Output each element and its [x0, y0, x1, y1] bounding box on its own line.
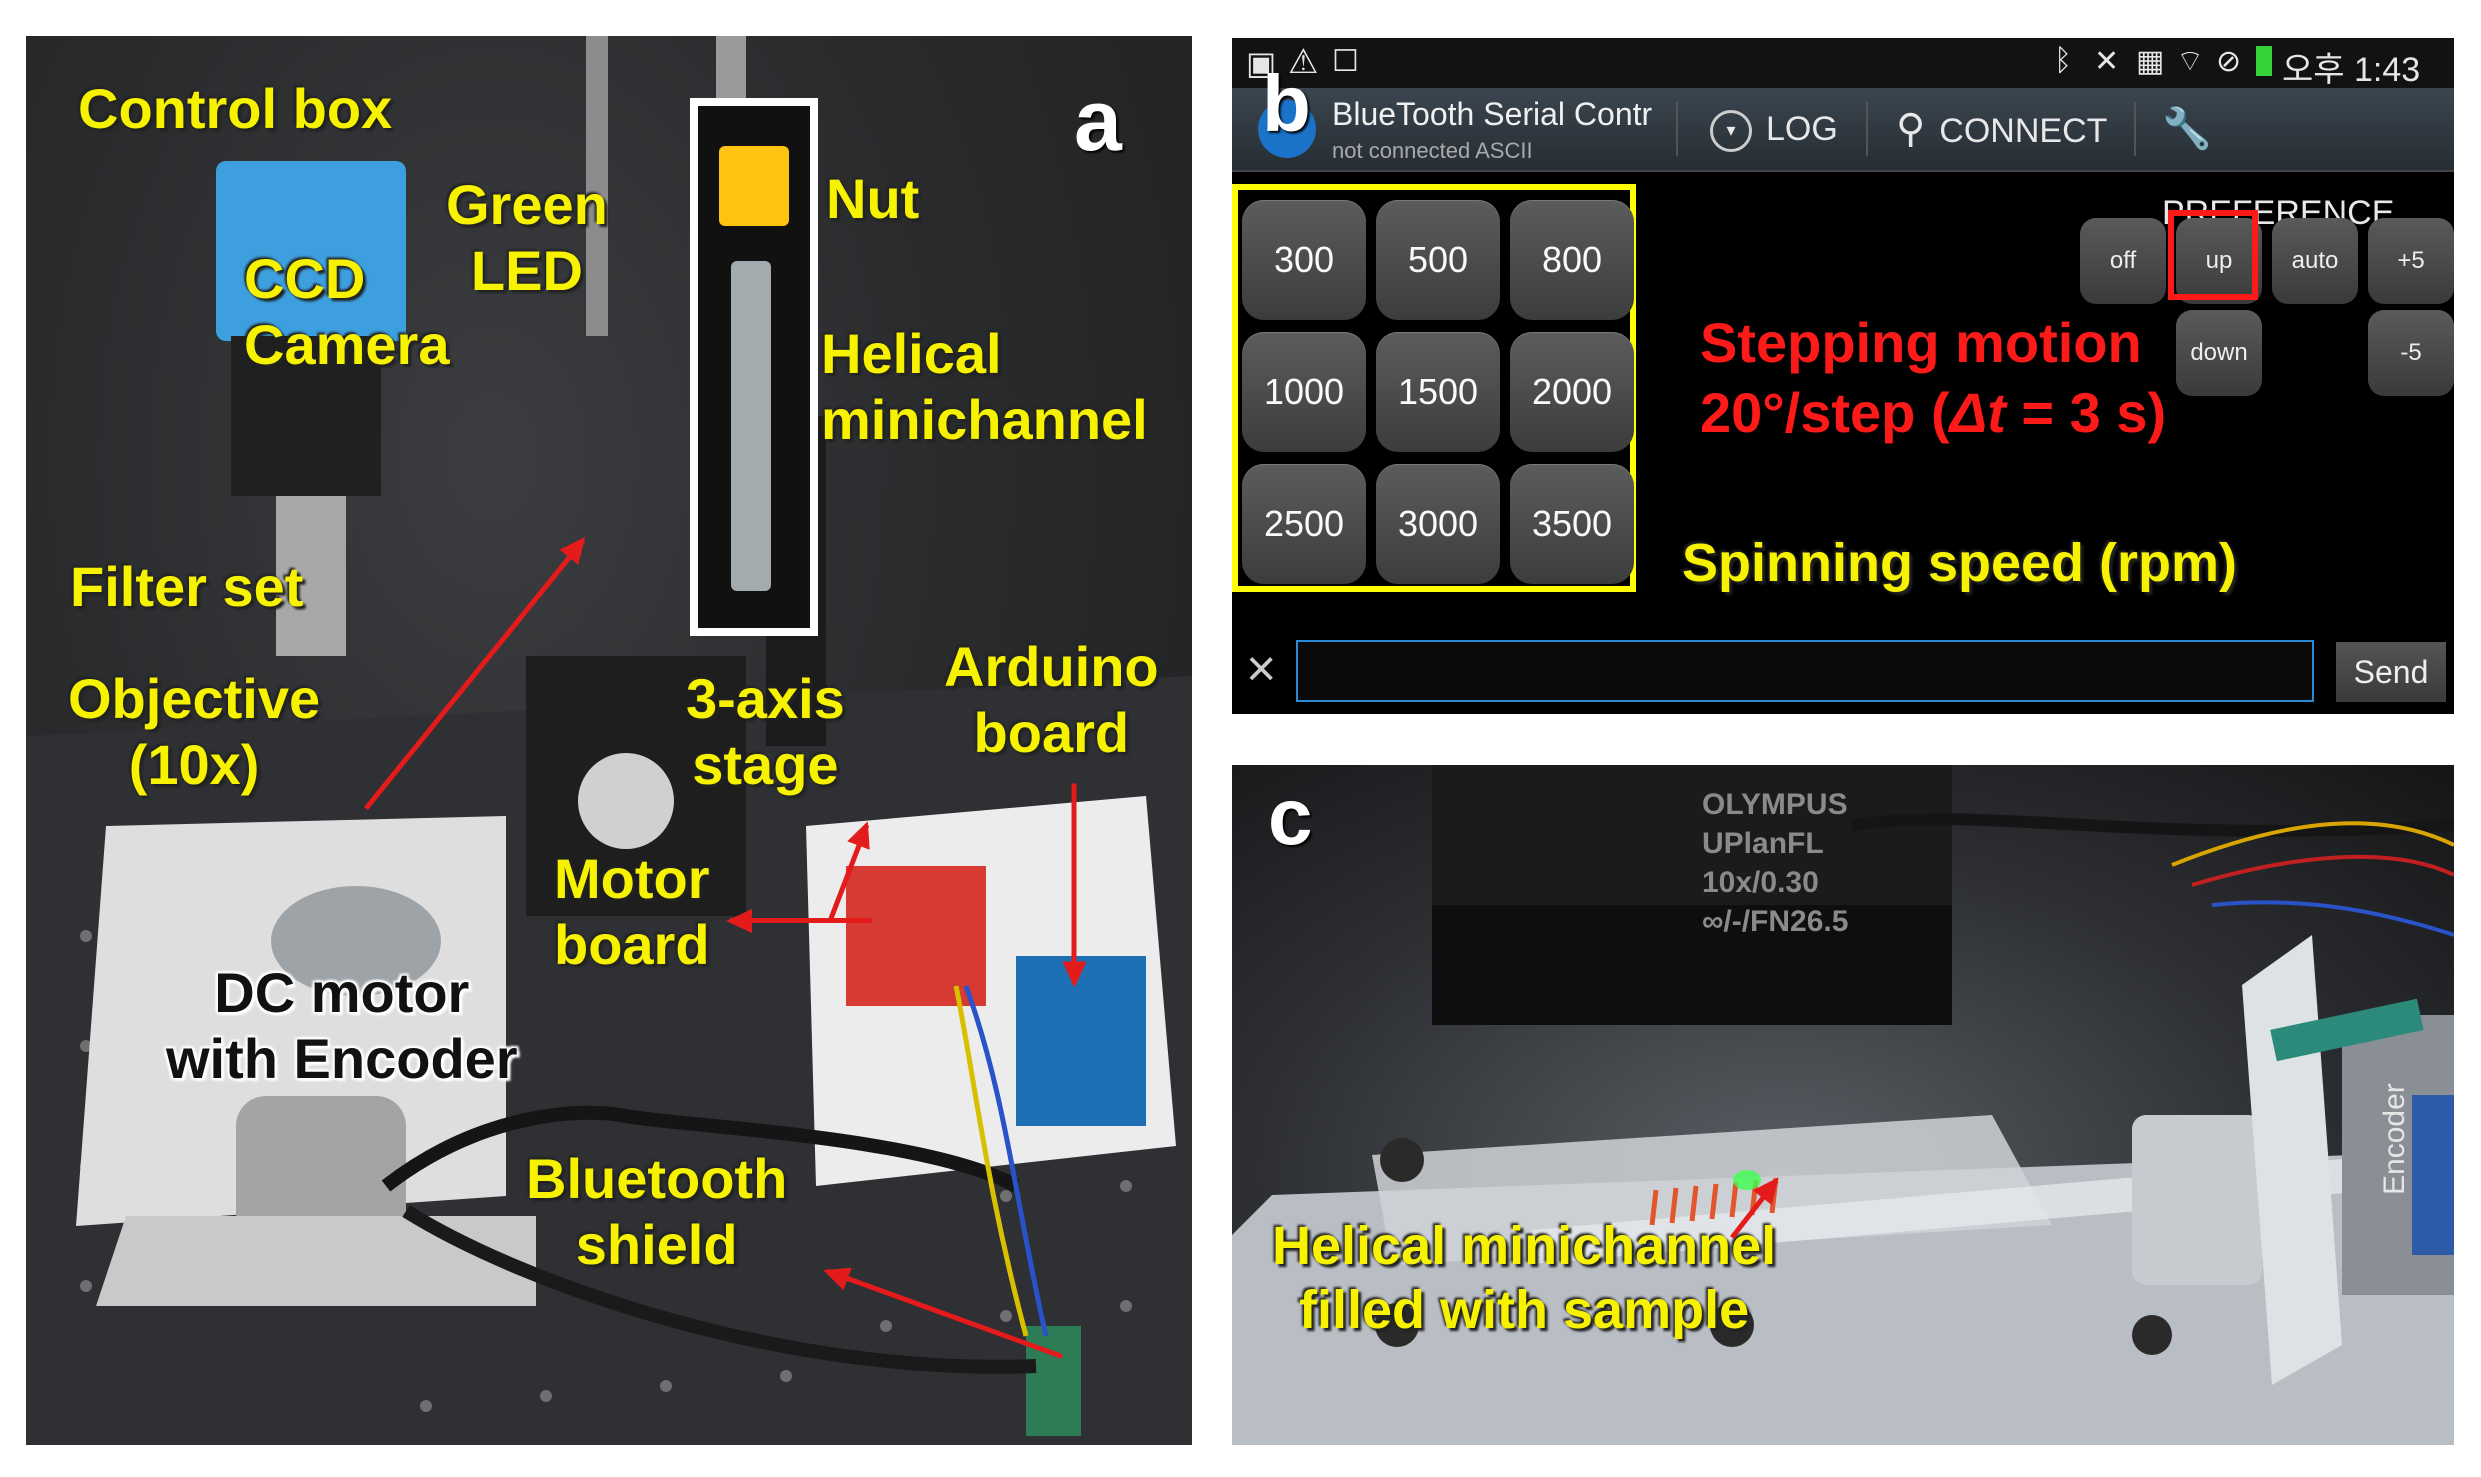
- minus-5-button[interactable]: -5: [2368, 310, 2454, 396]
- bluetooth-module: [2270, 998, 2424, 1062]
- search-icon: ⚲: [1896, 107, 1926, 151]
- status-time: 오후 1:43: [2282, 51, 2421, 89]
- menu-separator: [1866, 102, 1868, 156]
- screw: [1375, 1303, 1419, 1347]
- download-icon: ☐: [1332, 45, 1359, 78]
- spinning-speed-label: Spinning speed (rpm): [1682, 533, 2238, 593]
- helical-minichannel-image: [731, 261, 771, 591]
- screw: [1710, 1303, 1754, 1347]
- app-bar: BlueTooth Serial Contr not connected ASC…: [1232, 88, 2454, 232]
- speed-button-3000[interactable]: 3000: [1376, 464, 1500, 584]
- screw: [2132, 1315, 2172, 1355]
- green-light-spot: [1733, 1170, 1761, 1190]
- speed-button-2000[interactable]: 2000: [1510, 332, 1634, 452]
- arrow-to-motor-board: [730, 918, 872, 923]
- encoder-label-patch: [2412, 1095, 2454, 1255]
- label-3-axis-stage: 3-axis stage: [686, 667, 845, 797]
- step-label-prefix: 20°/step (: [1700, 381, 1950, 444]
- speed-button-300[interactable]: 300: [1242, 200, 1366, 320]
- log-label: LOG: [1766, 110, 1838, 148]
- command-input[interactable]: [1296, 640, 2314, 702]
- label-nut: Nut: [826, 167, 920, 230]
- speed-button-3500[interactable]: 3500: [1510, 464, 1634, 584]
- warning-icon: ⚠: [1288, 43, 1319, 81]
- bluetooth-shield: [1026, 1326, 1081, 1436]
- label-arduino-board: Arduino board: [944, 635, 1159, 765]
- menu-separator: [2134, 102, 2136, 156]
- clear-icon[interactable]: ×: [1246, 640, 1277, 698]
- mute-icon: ✕: [2094, 45, 2120, 78]
- up-highlight-box: [2168, 210, 2258, 300]
- dropdown-circle-icon: ▾: [1710, 110, 1752, 153]
- motor-board: [846, 866, 986, 1006]
- screw: [1380, 1138, 1424, 1182]
- panel-letter-c: c: [1268, 772, 1313, 861]
- label-bluetooth-shield: Bluetooth shield: [526, 1147, 788, 1277]
- encoder-text: Encoder: [2378, 1083, 2411, 1195]
- label-filter-set: Filter set: [70, 555, 304, 618]
- wrench-icon: 🔧: [2162, 107, 2212, 151]
- label-control-box: Control box: [78, 77, 393, 140]
- closeup-photo-illustration: [1232, 765, 2454, 1445]
- stepping-motion-label: Stepping motion: [1700, 311, 2142, 374]
- setup-photo-illustration: [26, 36, 1192, 1445]
- step-label-delta-t: Δt: [1949, 381, 2006, 444]
- preference-button[interactable]: 🔧PREFERENCE: [2162, 88, 2454, 232]
- stepping-step-label: 20°/step (Δt = 3 s): [1700, 378, 2166, 448]
- connect-label: CONNECT: [1939, 112, 2108, 150]
- status-bar: ▣ ⚠ ☐ ᛒ ✕ ▦ ⌔ ⊘ 오후 1:43: [1232, 38, 2454, 89]
- nut-image: [719, 146, 789, 226]
- speed-button-2500[interactable]: 2500: [1242, 464, 1366, 584]
- wifi-icon: ⌔: [2176, 45, 2205, 78]
- nfc-icon: ▦: [2136, 45, 2165, 78]
- plus-5-button[interactable]: +5: [2368, 218, 2454, 304]
- log-button[interactable]: ▾ LOG: [1710, 88, 1838, 170]
- arrow-to-arduino-board: [1071, 783, 1077, 984]
- no-sign-icon: ⊘: [2216, 45, 2242, 78]
- app-title: BlueTooth Serial Contr: [1332, 96, 1653, 132]
- panel-letter-b: b: [1262, 59, 1311, 148]
- send-button[interactable]: Send: [2336, 642, 2446, 702]
- label-green-led: Green LED: [446, 173, 608, 303]
- up-button[interactable]: up: [2176, 218, 2262, 304]
- panel-a-setup-photo: a Control box CCD Camera Green LED Nut H…: [26, 36, 1192, 1445]
- speed-button-1000[interactable]: 1000: [1242, 332, 1366, 452]
- speed-button-800[interactable]: 800: [1510, 200, 1634, 320]
- down-button[interactable]: down: [2176, 310, 2262, 396]
- panel-c-closeup-photo: OLYMPUS UPlanFL 10x/0.30 ∞/-/FN26.5 Enco…: [1232, 765, 2454, 1445]
- label-motor-board: Motor board: [554, 847, 710, 977]
- step-label-suffix: = 3 s): [2005, 381, 2167, 444]
- speed-button-500[interactable]: 500: [1376, 200, 1500, 320]
- speed-button-1500[interactable]: 1500: [1376, 332, 1500, 452]
- off-button[interactable]: off: [2080, 218, 2166, 304]
- menu-separator: [1676, 102, 1678, 156]
- battery-icon: [2256, 46, 2272, 76]
- filter-set-body: [231, 336, 381, 496]
- app-logo-icon: [1258, 100, 1316, 158]
- sim-icon: ▣: [1246, 45, 1277, 81]
- label-ccd-camera: CCD Camera: [244, 247, 450, 377]
- panel-letter-a: a: [1074, 73, 1122, 169]
- label-dc-motor: DC motor with Encoder: [166, 961, 518, 1091]
- bluetooth-icon: ᛒ: [2054, 44, 2072, 77]
- label-objective: Objective (10x): [68, 667, 321, 797]
- objective-body: [276, 496, 346, 656]
- connect-button[interactable]: ⚲ CONNECT: [1896, 88, 2107, 170]
- panel-b-bluetooth-app: ▣ ⚠ ☐ ᛒ ✕ ▦ ⌔ ⊘ 오후 1:43 BlueTooth Serial…: [1232, 38, 2454, 714]
- connection-status: not connected ASCII: [1332, 138, 1533, 163]
- label-helical-minichannel-sample: Helical minichannel filled with sample: [1272, 1216, 1777, 1340]
- shaft-coupler: [2132, 1115, 2262, 1285]
- ccd-camera-body: [216, 161, 406, 341]
- label-helical-minichannel: Helical minichannel: [821, 322, 1148, 452]
- auto-button[interactable]: auto: [2272, 218, 2358, 304]
- objective-lens-text: OLYMPUS UPlanFL 10x/0.30 ∞/-/FN26.5: [1702, 788, 1849, 938]
